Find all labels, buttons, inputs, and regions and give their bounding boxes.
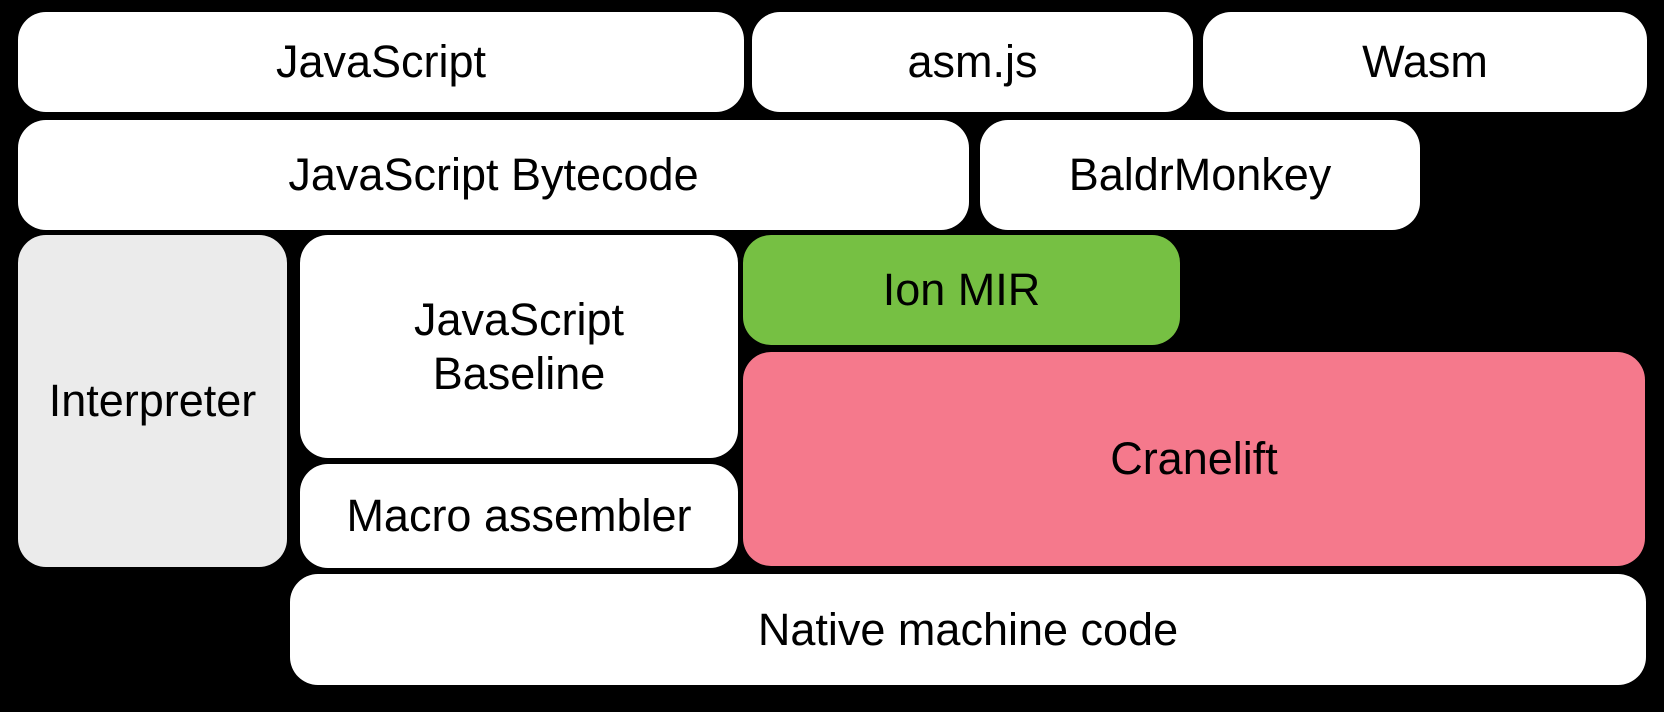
- box-baldrmonkey: BaldrMonkey: [980, 120, 1420, 230]
- label-javascript: JavaScript: [275, 36, 487, 88]
- box-interpreter: Interpreter: [18, 235, 287, 567]
- label-ion-mir: Ion MIR: [882, 264, 1041, 316]
- label-baldrmonkey: BaldrMonkey: [1068, 149, 1332, 201]
- label-cranelift: Cranelift: [1110, 433, 1278, 485]
- box-macro-assembler: Macro assembler: [300, 464, 738, 568]
- box-javascript-bytecode: JavaScript Bytecode: [18, 120, 969, 230]
- label-native-machine-code: Native machine code: [757, 603, 1179, 655]
- box-asmjs: asm.js: [752, 12, 1193, 112]
- label-macro-assembler: Macro assembler: [346, 490, 692, 542]
- label-javascript-bytecode: JavaScript Bytecode: [288, 149, 699, 201]
- box-wasm: Wasm: [1203, 12, 1647, 112]
- box-native-machine-code: Native machine code: [290, 574, 1646, 685]
- box-ion-mir: Ion MIR: [743, 235, 1180, 345]
- box-javascript-baseline: JavaScript Baseline: [300, 235, 738, 458]
- label-javascript-baseline: JavaScript Baseline: [413, 294, 625, 399]
- label-wasm: Wasm: [1362, 36, 1488, 88]
- label-asmjs: asm.js: [907, 36, 1038, 88]
- label-interpreter: Interpreter: [48, 375, 257, 427]
- box-cranelift: Cranelift: [743, 352, 1645, 566]
- box-javascript: JavaScript: [18, 12, 744, 112]
